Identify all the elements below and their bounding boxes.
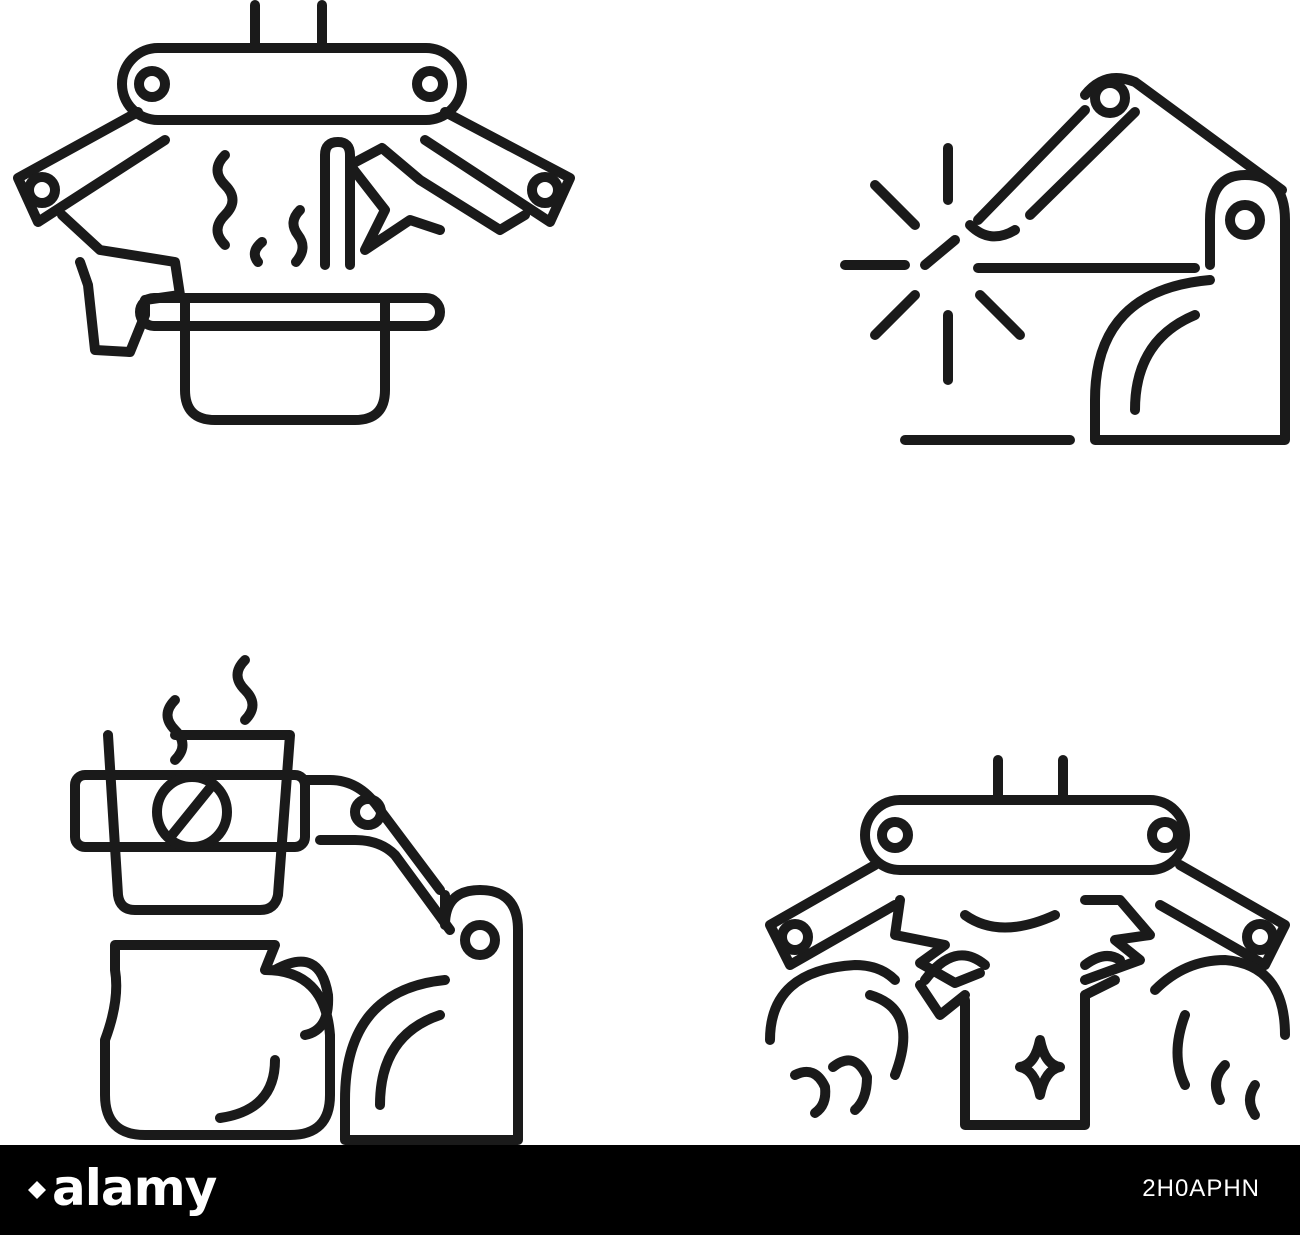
brand-logo: alamy	[52, 1159, 217, 1217]
brand-mark-icon	[28, 1181, 46, 1199]
icon-sheet	[0, 0, 1300, 1145]
robot-arm-coffee-icon	[60, 640, 540, 1145]
robot-arm-cooking-icon	[0, 0, 620, 460]
watermark-footer: alamy 2H0APHN	[0, 1145, 1300, 1235]
robot-arm-welding-icon	[830, 40, 1300, 460]
image-id: 2H0APHN	[1142, 1175, 1260, 1202]
robot-arm-laundry-icon	[755, 755, 1300, 1145]
